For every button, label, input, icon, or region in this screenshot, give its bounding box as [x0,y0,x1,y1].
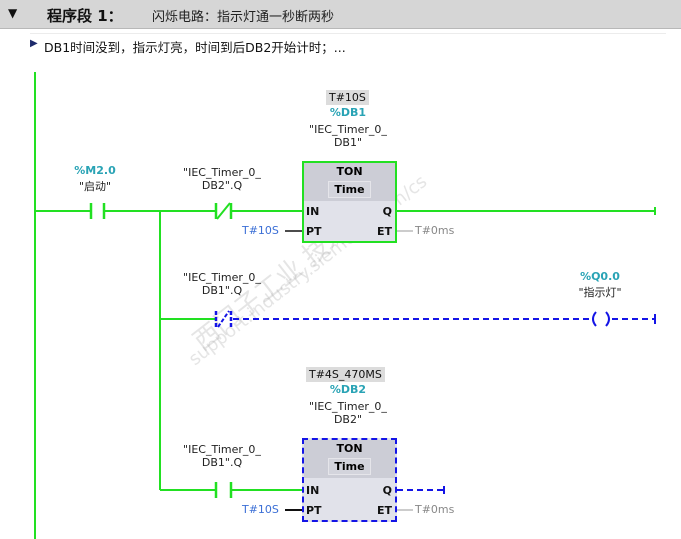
coil-address[interactable]: %Q0.0 [580,270,620,283]
contact-symbol-line2[interactable]: DB1".Q [201,284,243,297]
timer-instance-db[interactable]: %DB2 [329,383,367,396]
timer-instance-line2[interactable]: DB2" [333,413,363,426]
timer-preset-display: T#4S_470MS [306,367,385,382]
contact-symbol-line1[interactable]: "IEC_Timer_0_ [183,166,261,179]
timer-instance-line1[interactable]: "IEC_Timer_0_ [309,400,387,413]
comment-text[interactable]: DB1时间没到，指示灯亮，时间到后DB2开始计时；... [44,40,346,55]
et-value[interactable]: T#0ms [415,503,455,516]
contact-address[interactable]: %M2.0 [74,164,116,177]
contact-symbol[interactable]: "启动" [78,180,112,193]
contact-symbol-line2[interactable]: DB1".Q [201,456,243,469]
network-description[interactable]: 闪烁电路：指示灯通一秒断两秒 [152,10,335,25]
timer-instance-line2[interactable]: DB1" [333,136,363,149]
network-header[interactable]: ▼ 程序段 1： 闪烁电路：指示灯通一秒断两秒 [0,0,681,29]
pin-q: Q [382,205,392,218]
pin-pt: PT [306,225,322,238]
network-title: 程序段 1： [47,7,123,25]
expand-triangle-icon[interactable]: ▶ [30,38,38,49]
block-unit[interactable]: Time [328,181,371,198]
block-unit[interactable]: Time [328,458,371,475]
pin-q: Q [382,484,392,497]
pin-in: IN [306,484,320,497]
timer-instance-db[interactable]: %DB1 [329,106,367,119]
pin-pt: PT [306,504,322,517]
coil-symbol[interactable]: "指示灯" [578,286,622,299]
pin-in: IN [306,205,320,218]
pin-et: ET [376,504,392,517]
ton-timer-block-db1[interactable]: TON Time IN Q PT ET [302,161,397,243]
contact-db1-q [214,482,233,498]
pt-value[interactable]: T#10S [242,503,279,516]
ton-timer-block-db2[interactable]: TON Time IN Q PT ET [302,438,397,522]
contact-m2-0 [89,203,106,219]
collapse-triangle-icon[interactable]: ▼ [8,6,18,20]
coil-q0-0 [592,311,610,327]
timer-preset-display: T#10S [326,90,369,105]
block-type: TON [336,442,363,455]
contact-symbol-line2[interactable]: DB2".Q [201,179,243,192]
et-value[interactable]: T#0ms [415,224,455,237]
contact-symbol-line1[interactable]: "IEC_Timer_0_ [183,271,261,284]
network-comment[interactable]: ▶ DB1时间没到，指示灯亮，时间到后DB2开始计时；... [30,33,666,56]
contact-nc-db2 [214,202,233,220]
timer-instance-line1[interactable]: "IEC_Timer_0_ [309,123,387,136]
pin-et: ET [376,225,392,238]
contact-symbol-line1[interactable]: "IEC_Timer_0_ [183,443,261,456]
block-type: TON [336,165,363,178]
contact-nc-db1 [214,310,233,328]
pt-value[interactable]: T#10S [242,224,279,237]
